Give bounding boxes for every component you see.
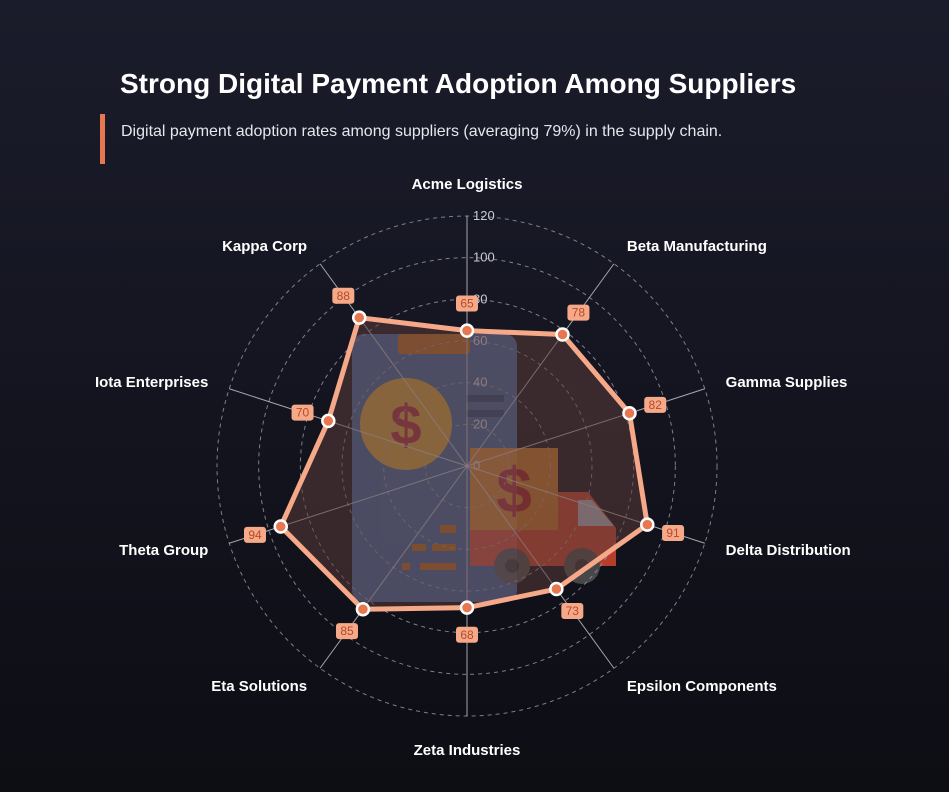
category-label: Eta Solutions (211, 678, 307, 695)
data-label: 91 (666, 526, 680, 540)
data-label-box (335, 623, 358, 640)
data-label-box (456, 626, 478, 643)
chart-title: Strong Digital Payment Adoption Among Su… (120, 68, 797, 99)
tick-label: 100 (473, 250, 495, 265)
data-point (351, 310, 367, 325)
data-label: 68 (460, 628, 474, 642)
data-point (459, 323, 475, 338)
data-label-box (332, 287, 355, 304)
grid-ring (258, 257, 676, 675)
data-label-box (567, 304, 590, 321)
data-point (459, 600, 475, 615)
data-label-box (662, 524, 685, 541)
data-point (355, 602, 371, 617)
data-label: 65 (460, 297, 474, 311)
category-label: Beta Manufacturing (627, 238, 767, 255)
category-label: Epsilon Components (627, 678, 777, 695)
chart-header: Strong Digital Payment Adoption Among Su… (100, 68, 900, 164)
data-label: 73 (566, 604, 580, 618)
data-label: 85 (340, 624, 354, 638)
data-label-box (456, 295, 478, 312)
data-point (549, 581, 564, 597)
category-label: Iota Enterprises (95, 374, 208, 391)
category-label: Acme Logistics (412, 176, 523, 193)
data-point (555, 327, 570, 342)
category-label: Gamma Supplies (726, 374, 848, 391)
data-label-box (644, 396, 667, 413)
series-area (278, 315, 650, 612)
subtitle-block: Digital payment adoption rates among sup… (100, 114, 900, 164)
series-layer (273, 310, 655, 617)
category-label: Theta Group (119, 542, 208, 559)
data-label: 78 (572, 306, 586, 320)
data-point (273, 519, 289, 534)
data-point (321, 413, 336, 429)
data-label-box (291, 404, 314, 421)
data-label: 88 (337, 289, 351, 303)
data-point (640, 517, 655, 532)
data-label: 70 (296, 406, 310, 420)
data-label-box (561, 602, 584, 619)
data-point (622, 405, 637, 421)
category-label: Kappa Corp (222, 238, 307, 255)
category-label: Zeta Industries (414, 742, 521, 759)
chart-subtitle: Digital payment adoption rates among sup… (121, 123, 723, 140)
category-label: Delta Distribution (726, 542, 851, 559)
data-label: 94 (248, 528, 262, 542)
tick-label: 120 (473, 208, 495, 223)
data-label-box (243, 526, 266, 543)
data-label: 82 (649, 398, 663, 412)
